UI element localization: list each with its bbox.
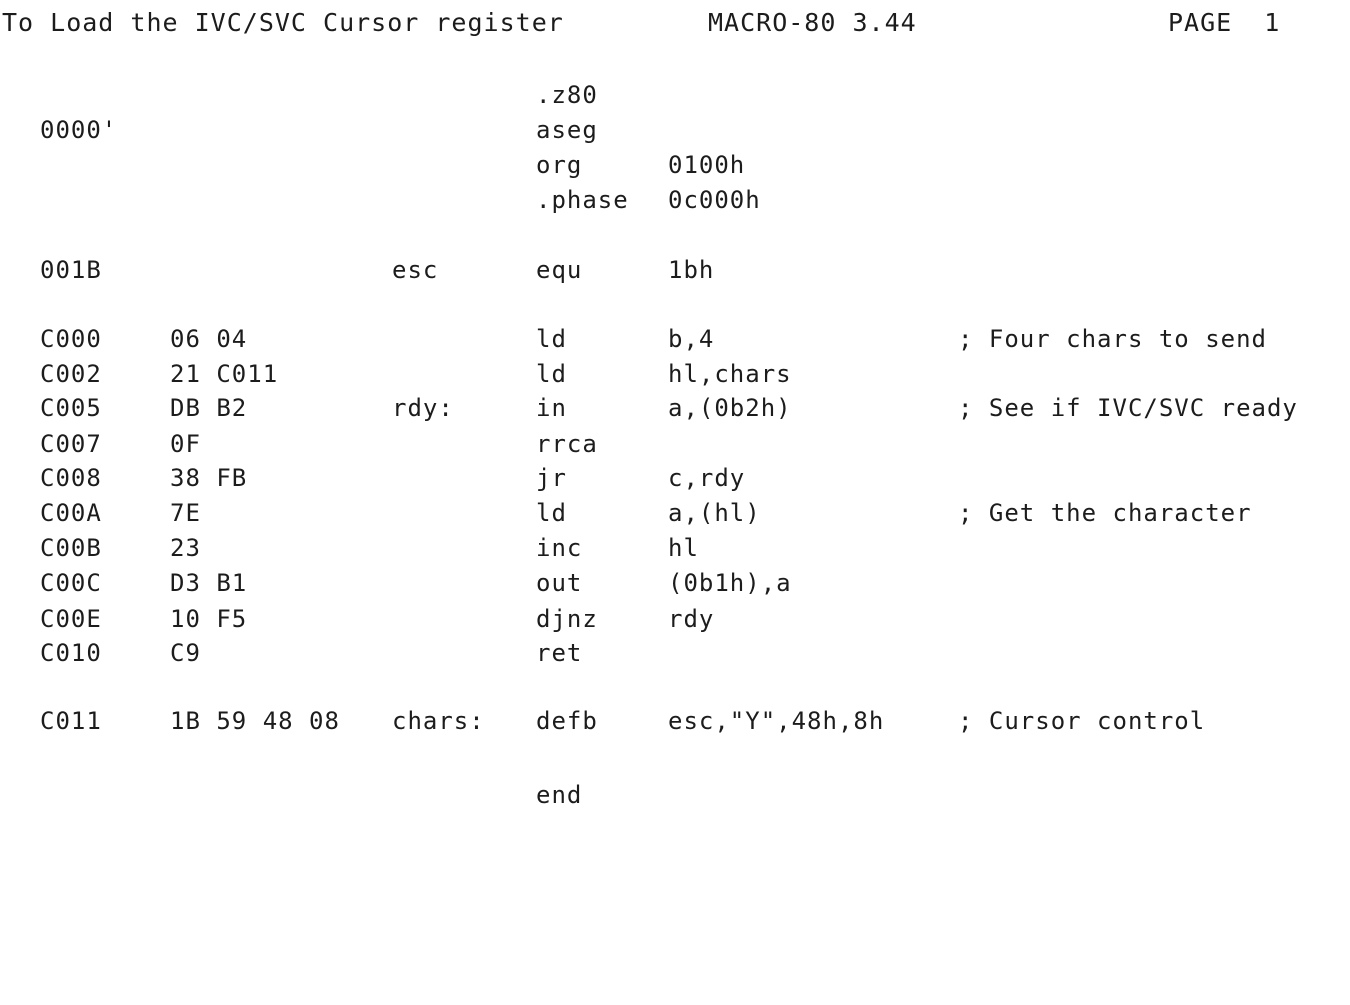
location-counter: C002 (40, 360, 102, 388)
listing-line: C00A 7E ld a,(hl) ; Get the character (0, 499, 1350, 533)
operand: 0100h (668, 151, 746, 179)
location-counter: C00A (40, 499, 102, 527)
comment: ; See if IVC/SVC ready (958, 394, 1298, 422)
assembler-listing-page: To Load the IVC/SVC Cursor register MACR… (0, 8, 1350, 809)
opcode: inc (536, 534, 583, 562)
operand: hl (668, 534, 699, 562)
listing-line: .phase 0c000h (0, 186, 1350, 220)
operand: c,rdy (668, 464, 746, 492)
source-label: rdy: (392, 394, 454, 422)
location-counter: 001B (40, 256, 102, 284)
location-counter: C00B (40, 534, 102, 562)
opcode: out (536, 569, 583, 597)
listing-line: C00B 23 inc hl (0, 534, 1350, 568)
operand: 1bh (668, 256, 715, 284)
assembler-version: MACRO-80 3.44 (708, 8, 917, 37)
listing-line: C000 06 04 ld b,4 ; Four chars to send (0, 325, 1350, 359)
comment: ; Get the character (958, 499, 1252, 527)
operand: hl,chars (668, 360, 792, 388)
source-label: esc (392, 256, 439, 284)
opcode: jr (536, 464, 567, 492)
opcode: org (536, 151, 583, 179)
opcode: djnz (536, 605, 598, 633)
page-number: PAGE 1 (1168, 8, 1281, 37)
listing-line: .z80 (0, 81, 1350, 115)
opcode: defb (536, 707, 598, 735)
object-code: 23 (170, 534, 201, 562)
operand: rdy (668, 605, 715, 633)
listing-line: C010 C9 ret (0, 639, 1350, 673)
object-code: 06 04 (170, 325, 248, 353)
location-counter: C011 (40, 707, 102, 735)
object-code: 38 FB (170, 464, 248, 492)
location-counter: C000 (40, 325, 102, 353)
source-label: chars: (392, 707, 485, 735)
listing-title: To Load the IVC/SVC Cursor register (2, 8, 564, 37)
opcode: ld (536, 325, 567, 353)
operand: a,(0b2h) (668, 394, 792, 422)
opcode: ld (536, 360, 567, 388)
comment: ; Cursor control (958, 707, 1206, 735)
object-code: 1B 59 48 08 (170, 707, 340, 735)
listing-line: C002 21 C011 ld hl,chars (0, 360, 1350, 394)
listing-line: C00E 10 F5 djnz rdy (0, 605, 1350, 639)
listing-line: C011 1B 59 48 08 chars: defb esc,"Y",48h… (0, 707, 1350, 741)
listing-line: C008 38 FB jr c,rdy (0, 464, 1350, 498)
location-counter: C00E (40, 605, 102, 633)
location-counter: C007 (40, 430, 102, 458)
object-code: 10 F5 (170, 605, 248, 633)
object-code: C9 (170, 639, 201, 667)
operand: 0c000h (668, 186, 761, 214)
operand: esc,"Y",48h,8h (668, 707, 885, 735)
location-counter: C008 (40, 464, 102, 492)
operand: a,(hl) (668, 499, 761, 527)
object-code: DB B2 (170, 394, 248, 422)
location-counter: C00C (40, 569, 102, 597)
opcode: rrca (536, 430, 598, 458)
comment: ; Four chars to send (958, 325, 1267, 353)
opcode: ret (536, 639, 583, 667)
listing-line: end (0, 781, 1350, 815)
listing-line: C007 0F rrca (0, 430, 1350, 464)
object-code: 21 C011 (170, 360, 279, 388)
listing-line: C00C D3 B1 out (0b1h),a (0, 569, 1350, 603)
opcode: in (536, 394, 567, 422)
location-counter: C010 (40, 639, 102, 667)
opcode: .z80 (536, 81, 598, 109)
listing-line: 001B esc equ 1bh (0, 256, 1350, 290)
object-code: 0F (170, 430, 201, 458)
listing-line: org 0100h (0, 151, 1350, 185)
location-counter: 0000' (40, 116, 118, 144)
opcode: .phase (536, 186, 629, 214)
opcode: end (536, 781, 583, 809)
opcode: ld (536, 499, 567, 527)
object-code: D3 B1 (170, 569, 248, 597)
listing-line: 0000' aseg (0, 116, 1350, 150)
listing-line: C005 DB B2 rdy: in a,(0b2h) ; See if IVC… (0, 394, 1350, 428)
opcode: equ (536, 256, 583, 284)
operand: (0b1h),a (668, 569, 792, 597)
operand: b,4 (668, 325, 715, 353)
object-code: 7E (170, 499, 201, 527)
opcode: aseg (536, 116, 598, 144)
location-counter: C005 (40, 394, 102, 422)
